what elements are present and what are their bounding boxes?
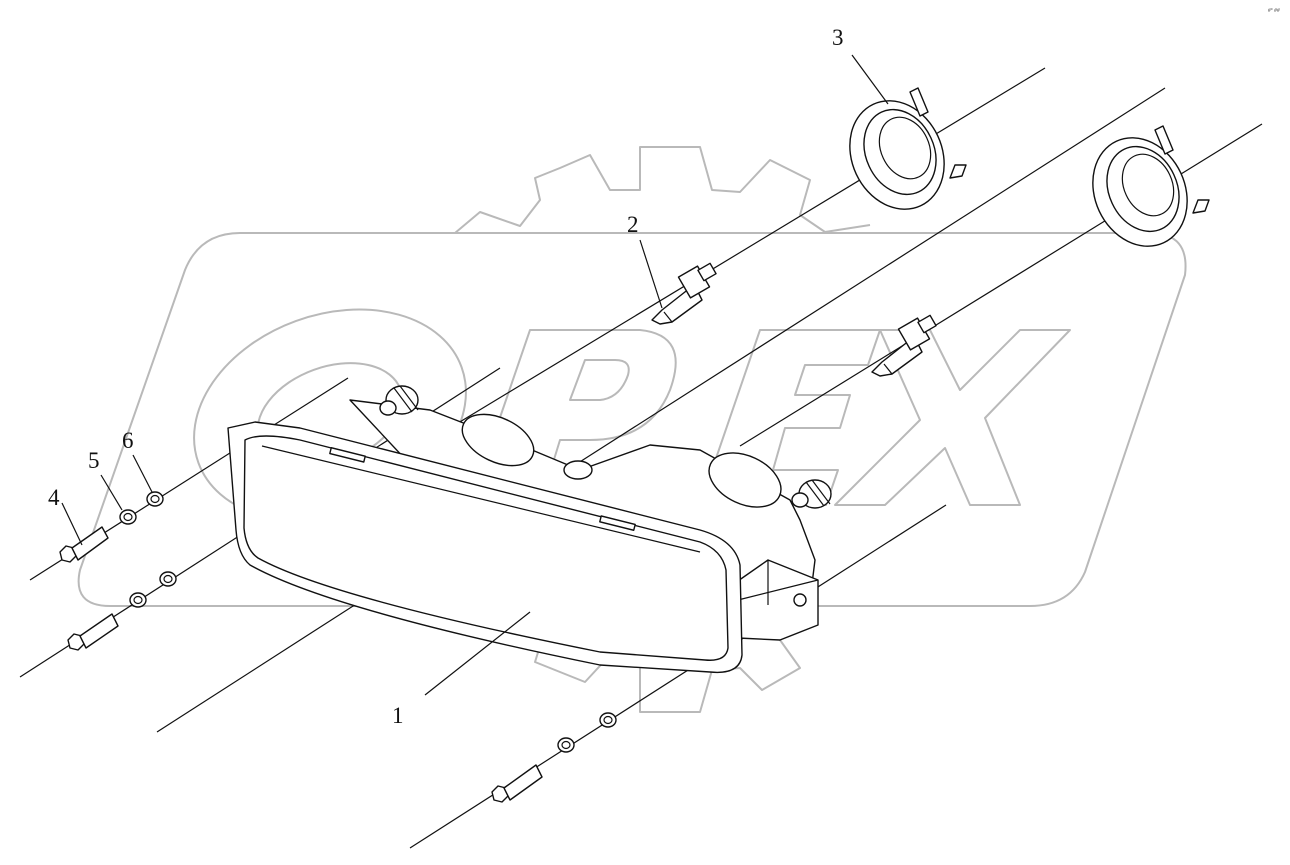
- washer-5-upper: [119, 509, 137, 525]
- callout-labels: 1 2 3 4 5 6: [48, 25, 844, 728]
- bolt-bottom: [491, 764, 543, 803]
- bolt-upper: [59, 526, 109, 563]
- leader-2: [639, 239, 663, 309]
- leader-lines: [61, 54, 889, 696]
- housing-center-mount: [563, 460, 593, 480]
- watermark-frame: [77, 232, 1187, 607]
- housing-lens-edge: [261, 445, 701, 553]
- washer-6-upper: [146, 491, 164, 507]
- adjuster-knob-right: [791, 479, 832, 509]
- bulb-upper: [651, 262, 717, 325]
- leader-4: [61, 502, 83, 546]
- housing-rear-bulb-socket: [461, 413, 535, 467]
- leader-3: [851, 54, 889, 105]
- bulb-lower: [871, 314, 937, 377]
- watermark-letter-p: [469, 329, 677, 506]
- corner-mark: #° ##: [1268, 8, 1280, 14]
- housing-right-bulb-socket: [708, 452, 782, 508]
- retaining-ring-upper: [849, 87, 967, 210]
- callout-4: 4: [48, 485, 60, 510]
- leader-6: [132, 454, 153, 493]
- washer-6-bottom: [599, 712, 617, 728]
- retaining-ring-lower: [1092, 125, 1210, 247]
- callout-2: 2: [627, 212, 639, 237]
- watermark-gear-top: [454, 146, 871, 234]
- washer-5-bottom: [557, 737, 575, 753]
- callout-5: 5: [88, 448, 100, 473]
- headlamp-housing: [227, 385, 832, 674]
- bolt-lower: [67, 613, 119, 651]
- washers: [119, 491, 617, 753]
- leader-5: [100, 474, 123, 511]
- callout-6: 6: [122, 428, 134, 453]
- washer-5-lower: [129, 592, 147, 608]
- adjuster-knob-left: [379, 385, 419, 416]
- leader-1: [424, 611, 531, 696]
- callout-1: 1: [392, 703, 404, 728]
- callout-3: 3: [832, 25, 844, 50]
- watermark-letter-x: [834, 329, 1071, 506]
- washer-6-lower: [159, 571, 177, 587]
